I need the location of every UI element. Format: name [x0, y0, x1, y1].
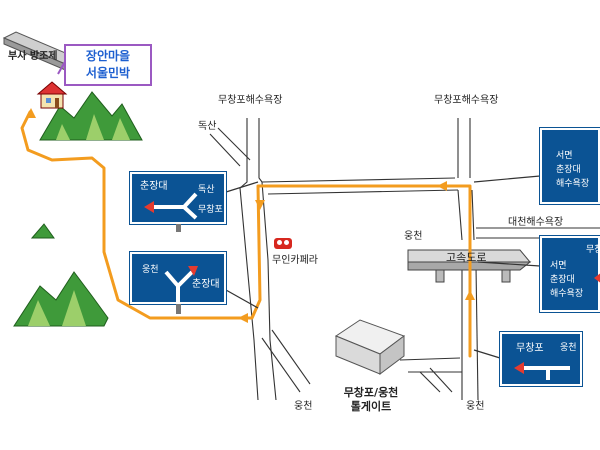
sign-arrow-icon [594, 273, 600, 283]
house-icon [36, 81, 68, 109]
sign4-line2: 춘장대 [550, 275, 575, 285]
breakwater-icon [2, 31, 84, 73]
expressway-label: 고속도로 [446, 251, 487, 264]
sign4-top-label: 무창 [586, 245, 600, 255]
road-sign-2: 웅천 춘장대 [129, 251, 227, 305]
road-sign-3: 서면 춘장대 해수욕장 [539, 127, 600, 205]
sign-arrow-icon [164, 266, 198, 302]
sign4-line3: 해수욕장 [550, 289, 584, 299]
sign1-lower-label: 무창포 [198, 205, 223, 215]
sign-connectors [225, 175, 541, 359]
beach-label-top-right: 무창포해수욕장 [434, 95, 499, 106]
sign-post [176, 304, 181, 314]
mountain-icon [30, 223, 55, 239]
camera-label: 무인카페라 [272, 255, 318, 266]
sign1-left-label: 춘장대 [140, 181, 168, 192]
sign5-left-label: 무창포 [516, 343, 544, 354]
sign5-right-label: 웅천 [560, 343, 577, 353]
road-sign-1: 춘장대 독산 무창포 [129, 171, 227, 225]
route-arrows [26, 108, 475, 323]
sign4-line1: 서면 [550, 261, 567, 271]
woongcheon-bottom-right-label: 웅천 [466, 401, 485, 412]
destination-box: 장안마을 서울민박 [64, 44, 152, 86]
woongcheon-bottom-left-label: 웅천 [294, 401, 313, 412]
daecheon-beach-label: 대천해수욕장 [508, 217, 564, 228]
sign-arrow-icon [514, 362, 570, 380]
tollgate-label: 무창포/웅천 톨게이트 [326, 386, 416, 414]
sign3-line2: 춘장대 [556, 165, 581, 175]
road-sign-4: 무창 서면 춘장대 해수욕장 [539, 235, 600, 313]
sign-post [176, 224, 181, 232]
sign3-line1: 서면 [556, 151, 573, 161]
speed-camera-icon [274, 238, 292, 249]
sign3-line3: 해수욕장 [556, 179, 590, 189]
sign-arrow-icon [144, 192, 198, 220]
tollgate-building-icon [334, 319, 406, 375]
tollgate-label-line2: 톨게이트 [350, 400, 392, 413]
beach-label-top-left: 무창포해수욕장 [218, 95, 283, 106]
roads [209, 118, 600, 401]
destination-line1: 장안마을 [85, 49, 131, 63]
mountain-icon [13, 271, 109, 327]
road-sign-5: 무창포 웅천 [499, 331, 583, 387]
breakwater-label: 부사 방조제 [8, 51, 58, 62]
sign1-upper-label: 독산 [198, 185, 215, 195]
tollgate-label-line1: 무창포/웅천 [343, 386, 399, 399]
sign2-left-label: 웅천 [142, 265, 159, 275]
sign2-right-label: 춘장대 [192, 279, 220, 290]
woongcheon-mid-label: 웅천 [404, 231, 423, 242]
doksan-label: 독산 [198, 121, 217, 132]
destination-line2: 서울민박 [85, 66, 131, 80]
